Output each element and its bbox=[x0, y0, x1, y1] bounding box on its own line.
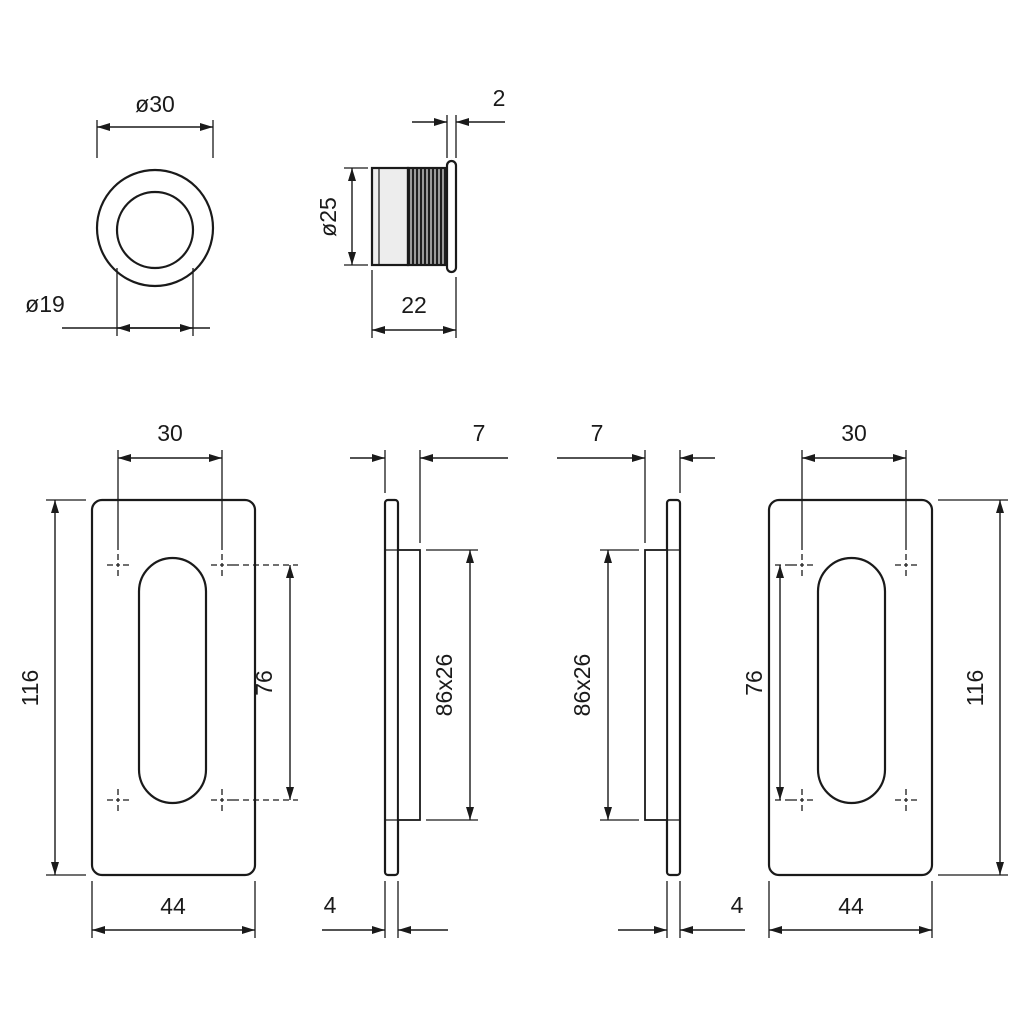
dim-label-length: 22 bbox=[401, 292, 427, 318]
dim-label-thickness: 4 bbox=[731, 892, 744, 918]
dim-label-flange-thickness: 2 bbox=[493, 85, 506, 111]
extension-line bbox=[46, 499, 86, 876]
extension-line bbox=[96, 120, 214, 158]
extension-line bbox=[446, 115, 457, 158]
extension-line bbox=[801, 450, 907, 550]
pull-body bbox=[370, 166, 410, 267]
extension-line bbox=[344, 167, 368, 266]
recess-opening-line bbox=[667, 549, 680, 821]
extension-line bbox=[384, 450, 421, 543]
dim-label-diameter: ø25 bbox=[315, 197, 341, 237]
recess-opening-line bbox=[385, 549, 398, 821]
rect-pull-front-view-left: 30 116 76 44 bbox=[17, 420, 298, 938]
dim-label-depth: 7 bbox=[591, 420, 604, 446]
dim-label-hole-spacing-h: 30 bbox=[841, 420, 867, 446]
dim-label-hole-spacing-v: 76 bbox=[741, 670, 767, 696]
dim-label-outer-diameter: ø30 bbox=[135, 91, 175, 117]
rect-pull-side-view-right: 7 86x26 4 bbox=[557, 420, 745, 938]
dim-label-recess-size: 86x26 bbox=[569, 654, 595, 717]
dim-label-inner-diameter: ø19 bbox=[25, 291, 65, 317]
dim-label-height: 116 bbox=[17, 670, 43, 707]
extension-line bbox=[772, 564, 791, 801]
dim-label-recess-size: 86x26 bbox=[431, 654, 457, 717]
circular-pull-front-view: ø30 ø19 bbox=[25, 91, 215, 336]
screw-hole-marks bbox=[791, 554, 917, 811]
circular-pull-side-view: ø25 2 22 bbox=[315, 85, 505, 338]
screw-hole-marks bbox=[107, 554, 233, 811]
dim-label-hole-spacing-h: 30 bbox=[157, 420, 183, 446]
inner-circle bbox=[115, 190, 195, 270]
faceplate-profile bbox=[383, 498, 400, 877]
finger-slot bbox=[137, 556, 208, 805]
rect-pull-side-view-left: 7 86x26 4 bbox=[322, 420, 508, 938]
finger-slot bbox=[816, 556, 887, 805]
extension-line bbox=[600, 549, 639, 821]
dim-label-width: 44 bbox=[160, 893, 186, 919]
extension-line bbox=[384, 881, 399, 938]
flange bbox=[445, 159, 458, 274]
dim-label-hole-spacing-v: 76 bbox=[251, 670, 277, 696]
faceplate-profile bbox=[665, 498, 682, 877]
knurled-section bbox=[406, 166, 449, 267]
recess-box-profile bbox=[397, 549, 421, 821]
dim-label-thickness: 4 bbox=[324, 892, 337, 918]
rect-pull-front-view-right: 30 116 76 44 bbox=[741, 420, 1008, 938]
dim-label-width: 44 bbox=[838, 893, 864, 919]
dim-label-height: 116 bbox=[962, 670, 988, 707]
recess-box-profile bbox=[644, 549, 668, 821]
extension-line bbox=[117, 450, 223, 550]
dim-label-depth: 7 bbox=[473, 420, 486, 446]
extension-line bbox=[666, 881, 681, 938]
